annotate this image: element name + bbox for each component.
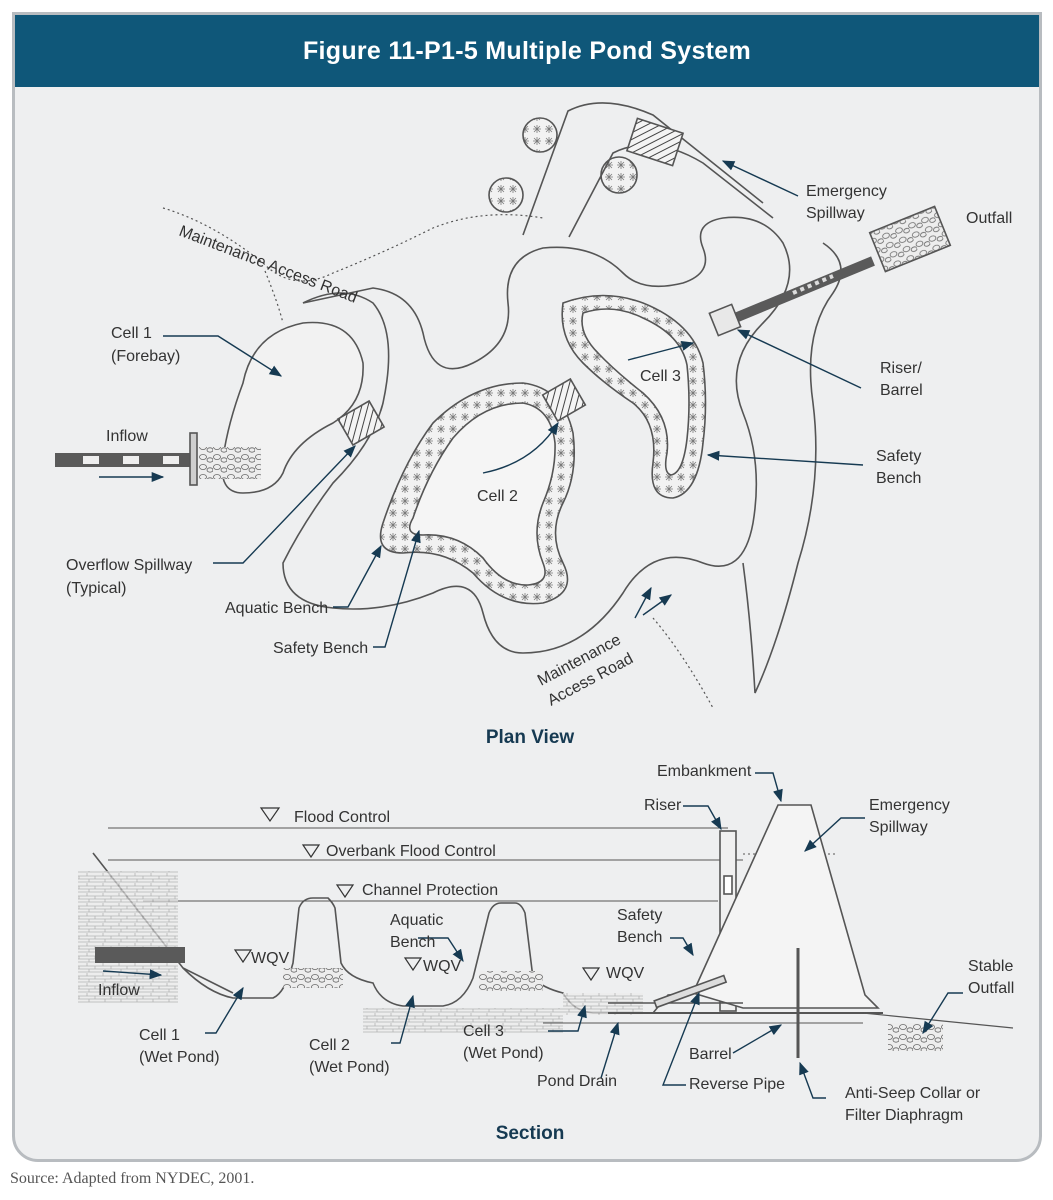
label-cell1-section-2: (Wet Pond) <box>139 1049 220 1066</box>
label-cell1-sub: (Forebay) <box>111 348 180 365</box>
label-cell1: Cell 1 <box>111 325 152 342</box>
pond-system-diagram: Maintenance Access Road Emergency Spillw… <box>55 102 1014 1144</box>
label-safety-bench-plan: Safety Bench <box>273 640 368 657</box>
label-safety-bench-section: Safety <box>617 907 662 924</box>
label-cell2-section: Cell 2 <box>309 1037 350 1054</box>
label-channel-protection: Channel Protection <box>362 882 498 899</box>
stable-outfall-rocks <box>888 1023 943 1051</box>
label-wqv-1: WQV <box>251 950 290 967</box>
label-safety-bench-right-2: Bench <box>876 470 921 487</box>
label-aquatic-bench-plan: Aquatic Bench <box>225 600 328 617</box>
ground-profile <box>182 897 723 1014</box>
label-cell2: Cell 2 <box>477 488 518 505</box>
label-emergency-spillway-section-2: Spillway <box>869 819 928 836</box>
label-safety-bench-section-2: Bench <box>617 929 662 946</box>
maintenance-road-top <box>162 207 544 282</box>
label-emergency-spillway-plan: Emergency <box>806 183 887 200</box>
embankment-section <box>691 804 880 1009</box>
label-cell3-section-2: (Wet Pond) <box>463 1045 544 1062</box>
label-barrel: Barrel <box>689 1046 732 1063</box>
label-embankment: Embankment <box>657 763 752 780</box>
section-view <box>78 772 1014 1099</box>
overflow-spillway-1 <box>336 399 386 447</box>
section-inflow-pipe <box>95 947 185 963</box>
label-inflow-plan: Inflow <box>106 428 148 445</box>
figure-title: Figure 11-P1-5 Multiple Pond System <box>15 15 1039 87</box>
figure-frame: Figure 11-P1-5 Multiple Pond System <box>12 12 1042 1162</box>
label-riser: Riser <box>644 797 682 814</box>
label-reverse-pipe: Reverse Pipe <box>689 1076 785 1093</box>
label-overbank-flood-control: Overbank Flood Control <box>326 843 496 860</box>
label-riser-barrel: Riser/ <box>880 360 922 377</box>
maintenance-road-bottom <box>652 617 714 709</box>
label-aquatic-bench-section: Aquatic <box>390 912 443 929</box>
section-heading: Section <box>496 1123 565 1144</box>
riser-barrel <box>708 256 875 337</box>
label-pond-drain: Pond Drain <box>537 1073 617 1090</box>
outfall-structure <box>868 205 952 273</box>
label-overflow-spillway-2: (Typical) <box>66 580 126 597</box>
embankment-right-lobe <box>742 242 842 694</box>
label-overflow-spillway: Overflow Spillway <box>66 557 192 574</box>
label-anti-seep: Anti-Seep Collar or <box>845 1085 981 1102</box>
overflow-spillway-2 <box>541 377 587 423</box>
label-cell1-section: Cell 1 <box>139 1027 180 1044</box>
section-labels: Embankment Riser Emergency Spillway Floo… <box>98 763 1014 1144</box>
tree-icon <box>488 117 638 213</box>
label-cell3: Cell 3 <box>640 368 681 385</box>
plan-view <box>55 102 952 709</box>
label-outfall: Outfall <box>966 210 1012 227</box>
plan-view-heading: Plan View <box>486 727 575 748</box>
forebay-rock-fill <box>199 447 261 479</box>
emergency-spillway-hatch <box>625 117 685 167</box>
label-wqv-3: WQV <box>606 965 645 982</box>
label-emergency-spillway-plan-2: Spillway <box>806 205 865 222</box>
label-cell2-section-2: (Wet Pond) <box>309 1059 390 1076</box>
label-anti-seep-2: Filter Diaphragm <box>845 1107 963 1124</box>
label-safety-bench-right: Safety <box>876 448 921 465</box>
label-stable-outfall: Stable <box>968 958 1013 975</box>
inflow-pipe <box>55 432 198 486</box>
label-wqv-2: WQV <box>423 958 462 975</box>
label-maintenance-road-top: Maintenance Access Road <box>177 223 360 307</box>
label-flood-control: Flood Control <box>294 809 390 826</box>
label-aquatic-bench-section-2: Bench <box>390 934 435 951</box>
label-stable-outfall-2: Outfall <box>968 980 1014 997</box>
label-cell3-section: Cell 3 <box>463 1023 504 1040</box>
label-inflow-section: Inflow <box>98 982 140 999</box>
label-riser-barrel-2: Barrel <box>880 382 923 399</box>
label-emergency-spillway-section: Emergency <box>869 797 950 814</box>
source-note: Source: Adapted from NYDEC, 2001. <box>10 1170 255 1187</box>
embankment-outline <box>282 216 791 654</box>
